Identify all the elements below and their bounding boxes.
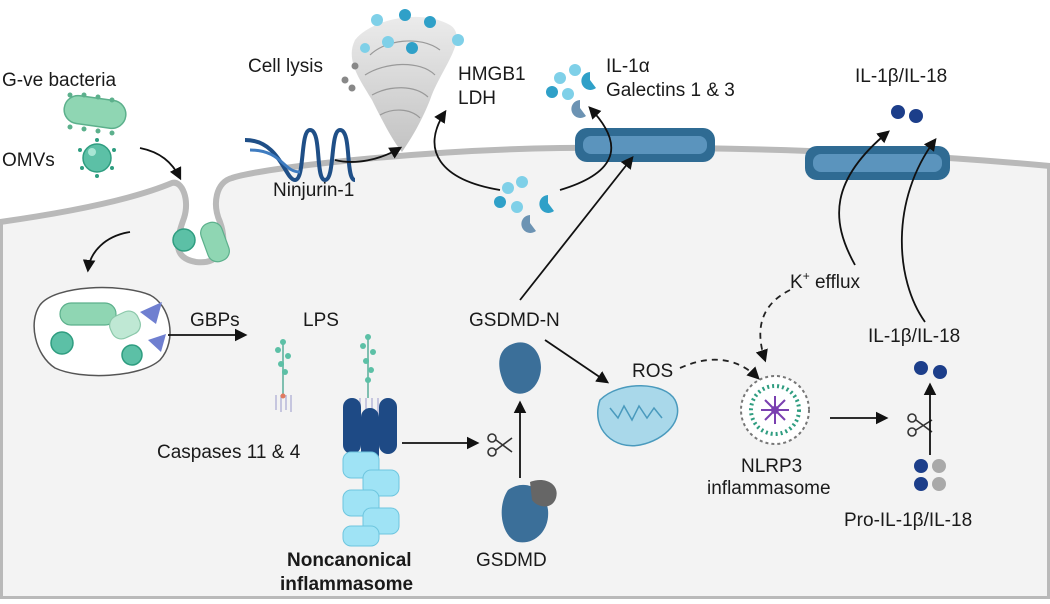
- label-ninjurin: Ninjurin-1: [273, 180, 354, 201]
- lps-molecule-1: [275, 339, 292, 412]
- label-galectins: Galectins 1 & 3: [606, 80, 735, 101]
- label-cell-lysis: Cell lysis: [248, 56, 323, 77]
- label-bacteria: G-ve bacteria: [2, 70, 116, 91]
- ninjurin-1-protein: [244, 127, 357, 183]
- label-gbps: GBPs: [190, 310, 240, 331]
- label-nlrp3-line2: inflammasome: [707, 478, 831, 499]
- lps-molecule-2: [359, 334, 379, 414]
- label-il1b-mid: IL-1β/IL-18: [868, 326, 960, 347]
- bacterial-vacuole: [33, 286, 171, 377]
- label-lps: LPS: [303, 310, 339, 331]
- cell-lysis-plume: [341, 16, 457, 153]
- endocytosed-bacteria: [172, 221, 230, 263]
- label-pro-il1b: Pro-IL-1β/IL-18: [844, 510, 972, 531]
- gsdmd-pore-1: [575, 128, 715, 162]
- il1a-galectin-cluster: [546, 64, 596, 118]
- pathway-arrows: [82, 106, 937, 478]
- omv-vesicle: [78, 138, 116, 178]
- gsdmd-pore-2: [805, 146, 950, 180]
- label-caspases: Caspases 11 & 4: [157, 442, 301, 463]
- caspase-11-4-complex: [342, 398, 400, 547]
- label-ros: ROS: [632, 361, 673, 382]
- label-omvs: OMVs: [2, 150, 55, 171]
- label-gsdmd: GSDMD: [476, 550, 547, 571]
- label-hmgb1: HMGB1: [458, 64, 526, 85]
- lysis-released-molecules: [360, 9, 464, 54]
- gram-negative-bacterium: [63, 92, 127, 136]
- label-noncanonical-line2: inflammasome: [280, 574, 413, 595]
- gsdmd-protein: [501, 479, 557, 543]
- scissors-icon: [487, 433, 513, 457]
- label-gsdmd-n: GSDMD-N: [469, 310, 560, 331]
- label-ldh: LDH: [458, 88, 496, 109]
- gsdmd-n-fragment: [499, 342, 541, 394]
- il1b-released: [891, 105, 923, 123]
- label-il1a: IL-1α: [606, 56, 650, 77]
- label-k-efflux: K+ efflux: [790, 269, 861, 293]
- label-il1b-top: IL-1β/IL-18: [855, 66, 947, 87]
- il1b-mature: [914, 361, 947, 379]
- mitochondrion: [597, 385, 679, 447]
- label-noncanonical-line1: Noncanonical: [287, 550, 412, 571]
- label-nlrp3-line1: NLRP3: [741, 456, 802, 477]
- nlrp3-inflammasome: [740, 375, 810, 445]
- pro-il1b: [914, 459, 946, 491]
- il1a-galectin-inside: [494, 176, 554, 233]
